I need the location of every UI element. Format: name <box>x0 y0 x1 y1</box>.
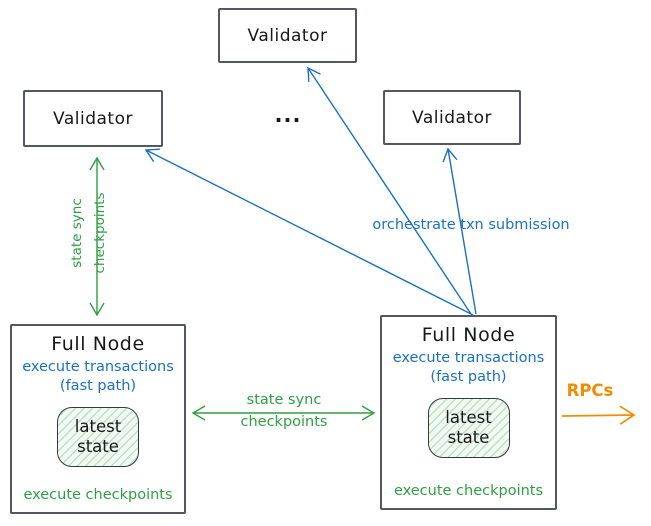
execute-checkpoints-note: execute checkpoints <box>23 487 173 503</box>
validator-label: Validator <box>53 108 133 129</box>
full-node-title: Full Node <box>51 333 145 355</box>
state-sync-horizontal-line2: checkpoints <box>240 413 328 430</box>
state-sync-horizontal-line1: state sync <box>246 392 322 408</box>
latest-state-line2: state <box>77 437 119 456</box>
validator-node-right: Validator <box>383 90 521 145</box>
full-node-title: Full Node <box>421 324 516 346</box>
validator-label: Validator <box>412 107 492 128</box>
execute-transactions-line2: (fast path) <box>430 369 507 385</box>
state-sync-vertical-label-line2: checkpoints <box>92 192 108 274</box>
state-sync-vertical-label-line1: state sync <box>69 198 85 268</box>
latest-state-box: latest state <box>57 407 139 467</box>
rpcs-label: RPCs <box>566 381 614 400</box>
latest-state-line1: latest <box>445 408 492 427</box>
execute-checkpoints-note: execute checkpoints <box>393 483 544 499</box>
full-node-right: Full Node execute transactions (fast pat… <box>380 315 557 510</box>
state-sync-horizontal-label: state sync checkpoints <box>202 390 366 433</box>
edge-rpcs <box>561 405 636 425</box>
execute-transactions-line2: (fast path) <box>59 378 137 394</box>
edge-orchestrate-to-right-validator <box>442 147 477 315</box>
validator-node-left: Validator <box>23 90 163 147</box>
validator-node-top: Validator <box>218 8 357 63</box>
more-validators-ellipsis: ... <box>274 103 302 127</box>
edge-orchestrate-to-left-validator <box>144 148 474 316</box>
latest-state-line2: state <box>447 428 490 447</box>
validator-label: Validator <box>247 25 328 46</box>
execute-transactions-line1: execute transactions <box>22 359 174 375</box>
latest-state-line1: latest <box>74 417 122 436</box>
execute-transactions-note: execute transactions (fast path) <box>393 349 545 387</box>
full-node-left: Full Node execute transactions (fast pat… <box>10 324 186 514</box>
execute-transactions-note: execute transactions (fast path) <box>22 358 174 396</box>
latest-state-box: latest state <box>427 398 510 458</box>
execute-transactions-line1: execute transactions <box>392 350 545 366</box>
orchestrate-txn-submission-label: orchestrate txn submission <box>372 217 570 233</box>
